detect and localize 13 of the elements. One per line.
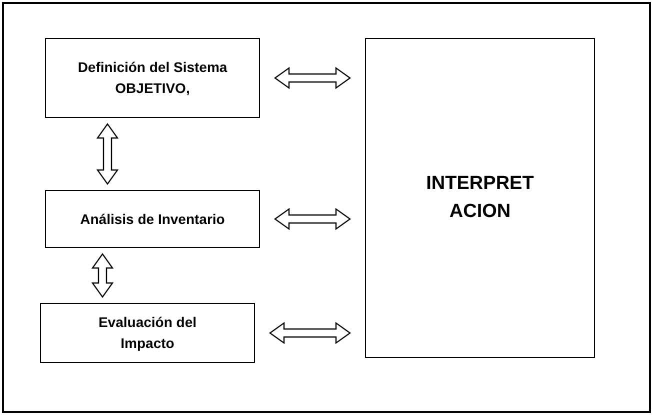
box-label: Análisis de Inventario xyxy=(80,210,225,228)
double-arrow xyxy=(274,66,352,90)
double-arrow xyxy=(274,208,352,230)
stage-box xyxy=(40,303,255,363)
stage-box xyxy=(45,190,260,248)
double-arrow xyxy=(268,322,352,344)
phase-box xyxy=(365,38,595,358)
stage-box xyxy=(45,38,260,118)
double-arrow xyxy=(96,122,119,186)
box-label: INTERPRETACION xyxy=(425,172,535,224)
double-arrow xyxy=(91,252,114,298)
box-label: Definición del Sistema OBJETIVO, xyxy=(78,58,228,98)
box-label: Evaluación del Impacto xyxy=(97,313,198,353)
